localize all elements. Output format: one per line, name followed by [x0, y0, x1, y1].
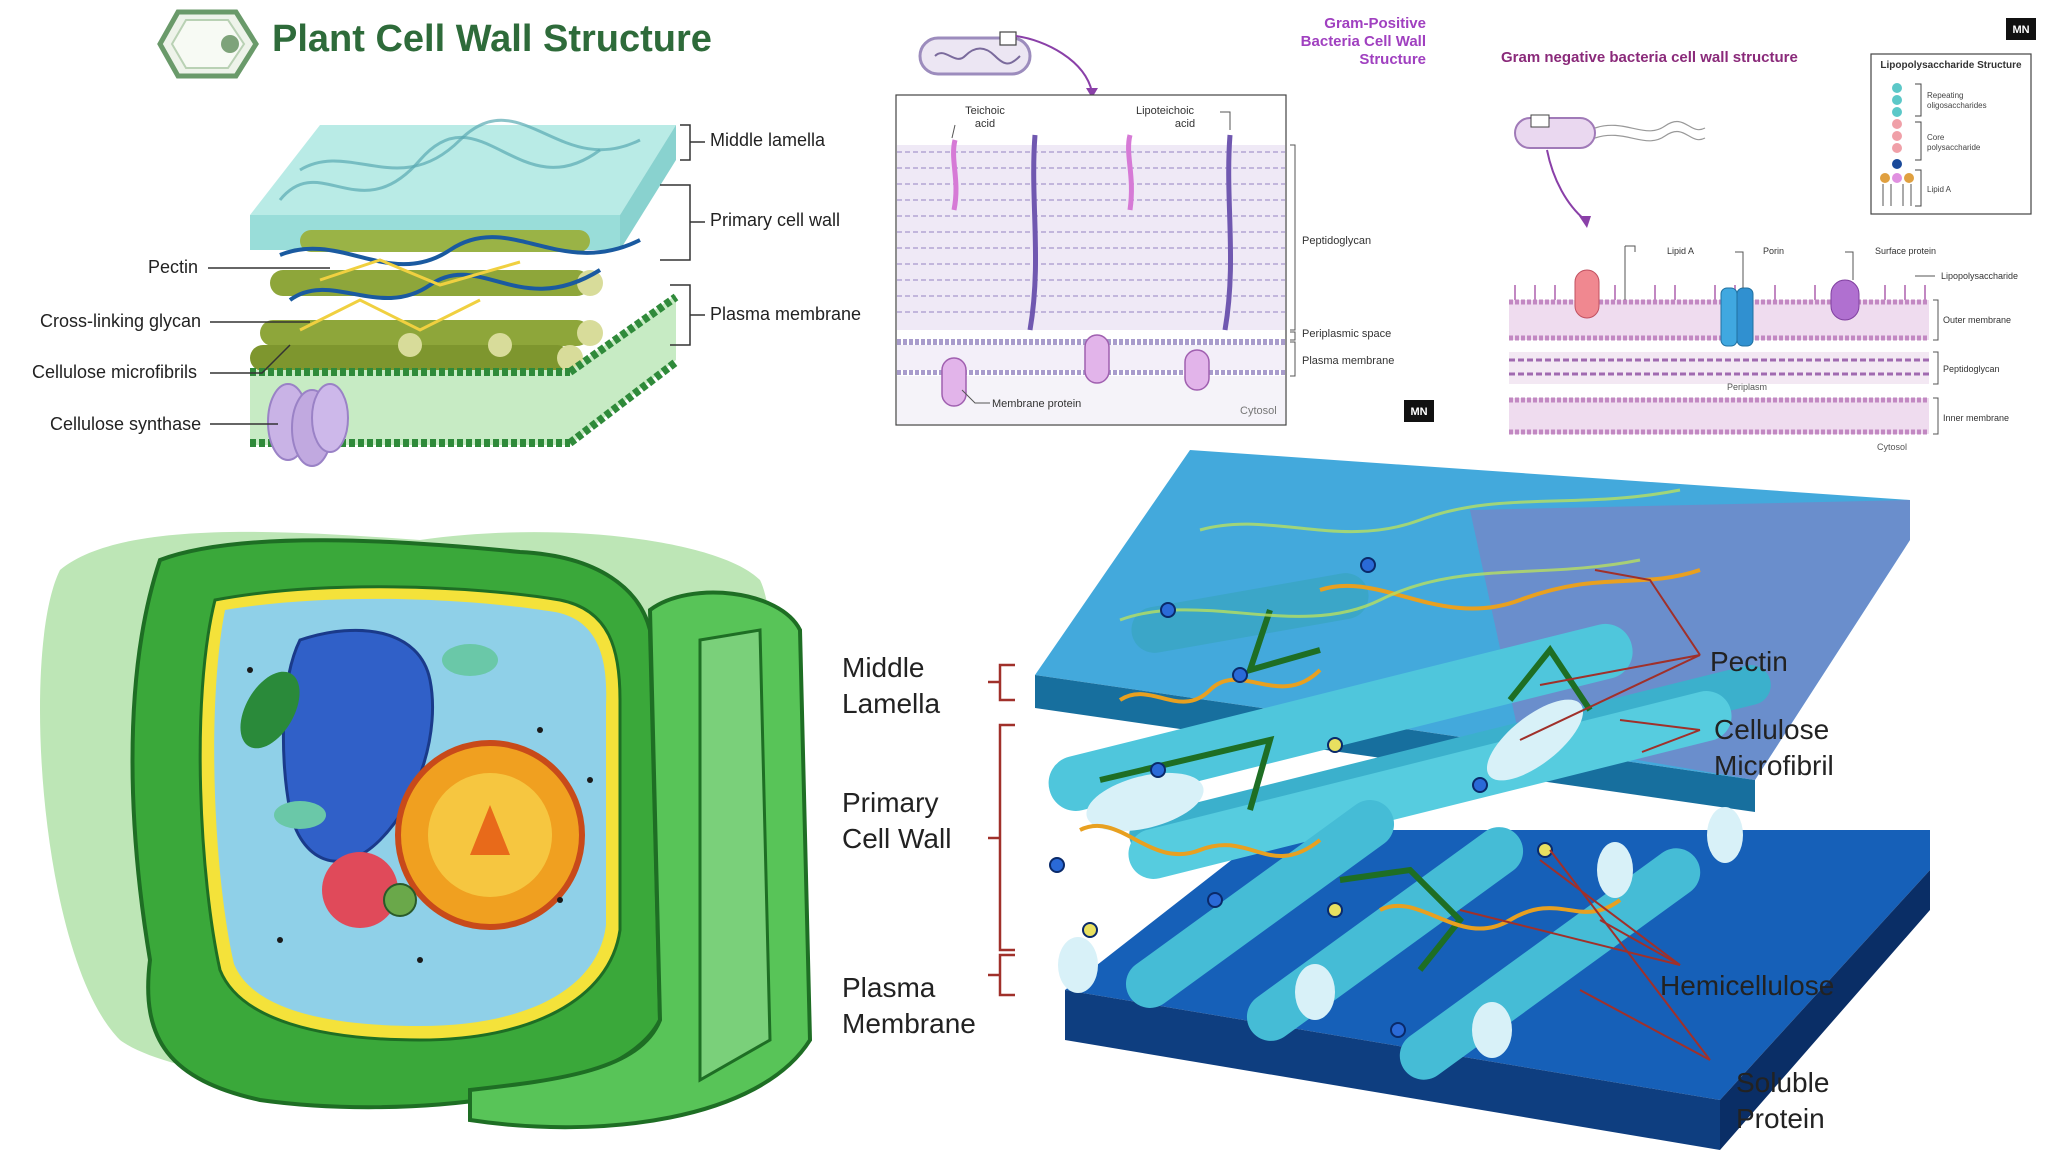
- cellulose-microfibrils-3d: [1048, 573, 1771, 1080]
- rod-bacterium-icon: [918, 31, 1098, 98]
- hemicellulose-chains: [1099, 609, 1593, 972]
- label-teichoic-acid-1: Teichoic: [965, 105, 1005, 117]
- plant-cell-logo: [157, 9, 259, 79]
- gram-negative-peptidoglycan: [1509, 352, 1929, 384]
- plant-wall-brackets: [208, 124, 705, 425]
- gram-negative-panel: Gram negative bacteria cell wall structu…: [1485, 0, 2048, 465]
- nucleolus: [470, 805, 510, 855]
- label-cross-linking-glycan: Cross-linking glycan: [40, 311, 202, 331]
- lps-core-1: Core: [1927, 133, 1945, 142]
- label-lipid-a: Lipid A: [1667, 246, 1694, 256]
- lps-lipid-a: Lipid A: [1927, 185, 1952, 194]
- label-surface-protein: Surface protein: [1875, 246, 1936, 256]
- label-membrane-protein: Membrane protein: [992, 398, 1081, 410]
- label-middle-lamella-3d: Middle Lamella: [842, 652, 941, 719]
- mn-badge: [1404, 400, 1434, 422]
- plant-cell-illustration-panel: [0, 480, 830, 1152]
- label-periplasmic-space: Periplasmic space: [1302, 328, 1391, 340]
- label-middle-lamella: Middle lamella: [710, 130, 826, 150]
- plant-wall-title: Plant Cell Wall Structure: [272, 18, 712, 60]
- mn-badge-2: [2006, 18, 2036, 40]
- layer-brackets: [988, 663, 1015, 997]
- label-plasma-membrane-gp: Plasma membrane: [1302, 355, 1394, 367]
- label-pectin-3d: Pectin: [1710, 646, 1788, 677]
- label-cellulose-synthase: Cellulose synthase: [50, 414, 202, 434]
- cellulose-microfibril-bundle: [250, 230, 641, 371]
- chloroplast-icon: [240, 671, 300, 749]
- label-plasma-membrane: Plasma membrane: [710, 304, 862, 324]
- label-primary-cell-wall: Primary cell wall: [710, 210, 841, 230]
- label-cellulose-microfibrils: Cellulose microfibrils: [32, 362, 198, 382]
- label-soluble-protein-3d: Soluble Protein: [1736, 1067, 1830, 1134]
- label-leader-lines: [1459, 569, 1711, 1061]
- label-plasma-membrane-3d: Plasma Membrane: [842, 972, 976, 1039]
- teichoic-acid-chains: [951, 134, 1234, 331]
- cell-wall-3d-diagram: [988, 450, 1930, 1150]
- label-primary-cell-wall-3d: Primary Cell Wall: [842, 787, 952, 854]
- label-outer-membrane: Outer membrane: [1943, 315, 2011, 325]
- lps-repeating-2: oligosaccharides: [1927, 101, 1987, 110]
- lps-box-title: Lipopolysaccharide Structure: [1880, 60, 2022, 71]
- pectin-strands: [1079, 488, 1701, 931]
- label-hemicellulose-3d: Hemicellulose: [1660, 970, 1835, 1001]
- gram-positive-panel: MN Gram-Positive Bacteria Cell Wall Stru…: [880, 0, 1485, 460]
- plasma-membrane-layer: [250, 293, 679, 447]
- inner-membrane-layer: [1509, 397, 1929, 435]
- central-vacuole: [281, 628, 434, 863]
- cell-wall-3d-panel: Middle Lamella Primary Cell Wall Plasma …: [820, 450, 2048, 1152]
- mn-badge-2-text: MN: [2012, 24, 2029, 36]
- label-peptidoglycan: Peptidoglycan: [1302, 235, 1371, 247]
- lps-structure-box: Lipopolysaccharide Structure Repeating o…: [1870, 53, 2032, 215]
- soluble-proteins: [1049, 557, 1553, 1038]
- outer-membrane-layer: [1509, 269, 1929, 347]
- gram-positive-title-line-3: Structure: [1359, 51, 1426, 68]
- plant-cell-illustration: [40, 531, 813, 1130]
- label-inner-membrane: Inner membrane: [1943, 413, 2009, 423]
- lps-repeating-1: Repeating: [1927, 91, 1963, 100]
- label-cytosol-gn: Cytosol: [1877, 442, 1907, 452]
- label-lipopolysaccharide: Lipopolysaccharide: [1941, 271, 2018, 281]
- gram-positive-title-line-1: Gram-Positive: [1324, 15, 1426, 32]
- gram-positive-diagram: MN Gram-Positive Bacteria Cell Wall Stru…: [895, 15, 1434, 426]
- label-pectin: Pectin: [148, 257, 199, 277]
- label-cellulose-microfibril-3d: Cellulose Microfibril: [1714, 714, 1834, 781]
- label-lipoteichoic-acid-2: acid: [1175, 118, 1195, 130]
- label-peptidoglycan-gn: Peptidoglycan: [1943, 364, 2000, 374]
- gram-negative-title: Gram negative bacteria cell wall structu…: [1501, 49, 1798, 66]
- label-cytosol-gp: Cytosol: [1240, 405, 1277, 417]
- mitochondrion-icon: [274, 801, 326, 829]
- lps-core-2: polysaccharide: [1927, 143, 1981, 152]
- gram-negative-brackets: [1624, 245, 1939, 435]
- label-periplasm: Periplasm: [1727, 382, 1767, 392]
- label-porin: Porin: [1763, 246, 1784, 256]
- cellulose-synthase-complex: [267, 383, 349, 467]
- peptidoglycan-layer: [897, 145, 1285, 330]
- flagellated-bacterium-icon: [1514, 114, 1706, 228]
- mn-badge-text: MN: [1410, 406, 1427, 418]
- plant-wall-diagram: [157, 9, 705, 467]
- label-lipoteichoic-acid-1: Lipoteichoic: [1136, 105, 1195, 117]
- plant-cell-wall-panel: Plant Cell Wall Structure Middle lamella…: [0, 0, 880, 470]
- membrane-protein-shapes: [941, 334, 1210, 407]
- gram-positive-title-line-2: Bacteria Cell Wall: [1301, 33, 1426, 50]
- gram-negative-diagram: Gram negative bacteria cell wall structu…: [1501, 18, 2036, 452]
- golgi-apparatus: [322, 852, 398, 928]
- label-teichoic-acid-2: acid: [975, 118, 995, 130]
- gram-positive-brackets: [951, 111, 1296, 404]
